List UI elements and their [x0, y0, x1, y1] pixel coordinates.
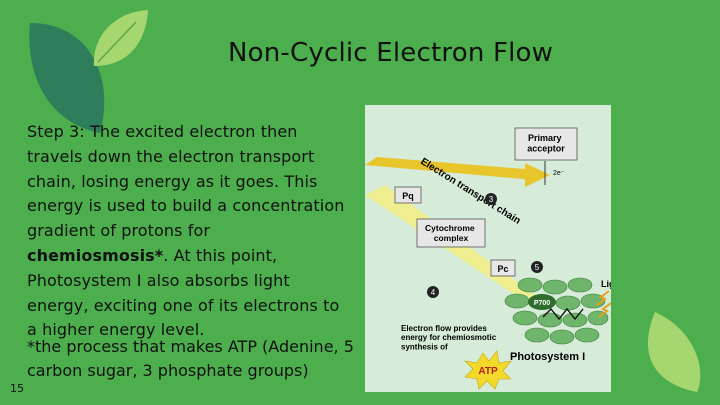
primary-acceptor-label: Primary acceptor — [527, 133, 565, 153]
electron-label: 2e⁻ — [553, 170, 565, 177]
step-4-marker: 4 — [431, 288, 436, 297]
leaf-dark-icon — [29, 23, 105, 133]
body-bold-term: chemiosmosis* — [27, 245, 164, 265]
flow-caption: Electron flow provides energy for chemio… — [401, 324, 497, 351]
footnote: *the process that makes ATP (Adenine, 5 … — [27, 337, 354, 380]
photosystem-label: Photosystem I — [510, 351, 585, 363]
electron-flow-diagram: Primary acceptor 2e⁻ Electron transport … — [365, 105, 611, 392]
step-description: Step 3: The excited electron then travel… — [27, 120, 347, 343]
cytochrome-label: Cytochrome complex — [425, 223, 477, 243]
p700-label: P700 — [534, 300, 550, 307]
leaf-light-bottom-icon — [647, 312, 701, 392]
body-prefix: Step 3: The excited electron then travel… — [27, 122, 345, 241]
leaf-light-top-icon — [93, 10, 148, 66]
slide-title: Non-Cyclic Electron Flow — [228, 38, 554, 68]
atp-label: ATP — [478, 366, 498, 377]
step-5-marker: 5 — [535, 263, 540, 272]
light-label: Light — [601, 279, 611, 289]
slide-number: 15 — [10, 382, 24, 395]
body-suffix: . At this point, Photosystem I also abso… — [27, 245, 340, 340]
step-3-marker: 3 — [489, 195, 494, 204]
pc-label: Pc — [497, 264, 508, 274]
pq-label: Pq — [402, 191, 414, 201]
